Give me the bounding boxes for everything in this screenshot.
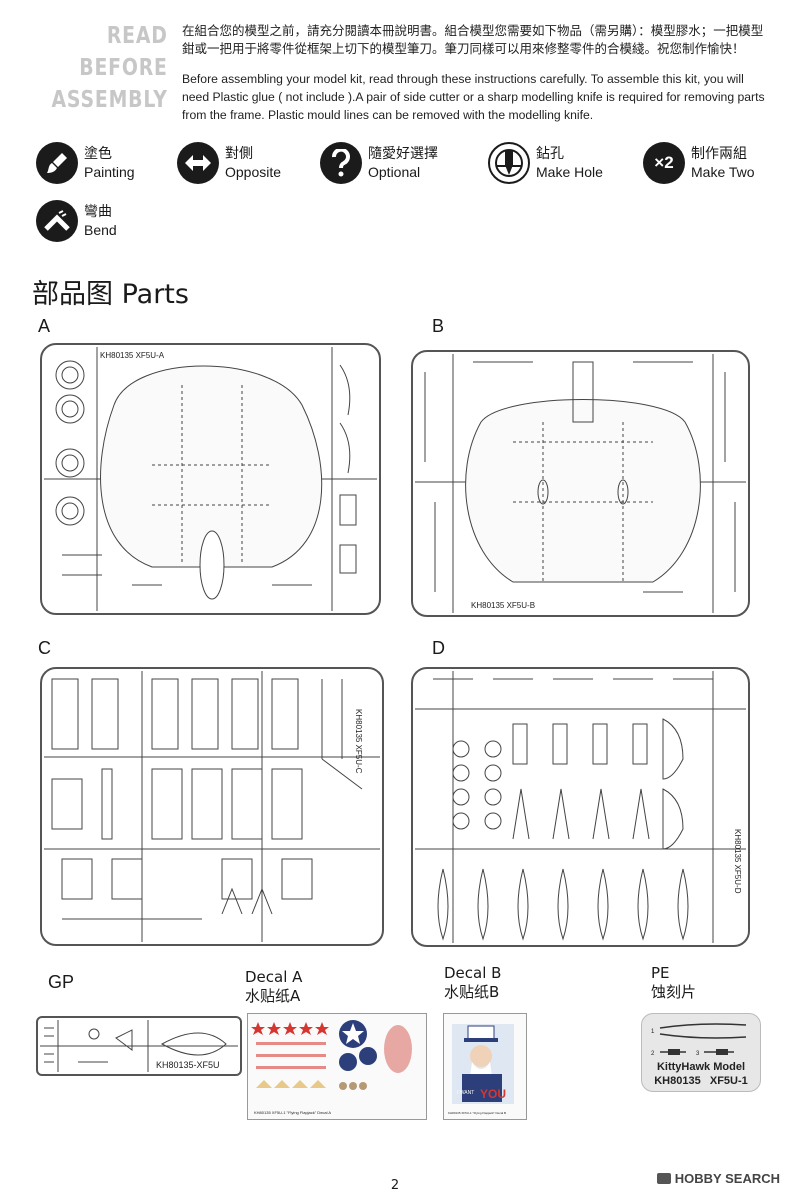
legend-make-two: ×2 制作兩組 Make Two [643, 142, 755, 184]
decal-b-heading: Decal B 水贴纸B [444, 964, 501, 1002]
opposite-arrows-icon [177, 142, 219, 184]
legend-bend-en: Bend [84, 222, 117, 238]
sprue-a-code: KH80135 XF5U-A [100, 351, 165, 360]
decal-b-sheet: I WANT YOU KH80135 XF5U-1 "Flying Flapja… [443, 1013, 527, 1120]
decal-a-label-en: Decal A [245, 968, 303, 986]
legend-opposite-en: Opposite [225, 164, 282, 180]
sprue-d-label: D [432, 638, 445, 658]
sprue-d-diagram: KH80135 XF5U-D [411, 667, 750, 947]
read-before-assembly-heading: READ BEFORE ASSEMBLY [52, 20, 168, 116]
gp-label: GP [48, 972, 75, 992]
heading-read: READ [107, 23, 168, 49]
gp-diagram: KH80135-XF5U [36, 1016, 242, 1076]
decal-a-sheet: KH80135 XF5U-1 "Flying Flapjack" Decal A [247, 1013, 427, 1120]
legend-make-two-en: Make Two [691, 164, 755, 180]
pe-brand: KittyHawk Model [656, 1061, 745, 1073]
legend-make-hole-zh: 鉆孔 [536, 146, 564, 162]
decal-b-poster-small: I WANT [457, 1090, 474, 1096]
heading-assembly: ASSEMBLY [51, 87, 168, 113]
watermark-logo-icon [656, 1173, 671, 1184]
sprue-b-label: B [432, 316, 445, 336]
times-two-icon: ×2 [643, 142, 685, 184]
drill-icon [488, 142, 530, 184]
pe-model: XF5U-1 [709, 1075, 748, 1087]
legend-make-two-zh: 制作兩組 [691, 146, 747, 162]
legend-painting: 塗色 Painting [36, 142, 135, 184]
legend-make-hole-en: Make Hole [536, 164, 603, 180]
sprue-b-code: KH80135 XF5U-B [471, 601, 535, 610]
decal-a-caption: KH80135 XF5U-1 "Flying Flapjack" Decal A [254, 1110, 331, 1115]
legend-optional-zh: 隨愛好選擇 [368, 146, 438, 162]
sprue-c-diagram: KH80135 XF5U-C [40, 667, 384, 946]
pe-label-zh: 蚀刻片 [651, 983, 697, 1001]
sprue-b-diagram: KH80135 XF5U-B [411, 350, 750, 617]
parts-title: 部品图 Parts [32, 279, 189, 310]
gp-code: KH80135-XF5U [156, 1060, 220, 1070]
intro-english: Before assembling your model kit, read t… [182, 72, 765, 122]
watermark-text: HOBBY SEARCH [674, 1171, 780, 1186]
sprue-c-code: KH80135 XF5U-C [354, 709, 363, 774]
legend-optional-en: Optional [368, 164, 421, 180]
decal-b-poster-you: YOU [480, 1087, 506, 1101]
legend-make-hole: 鉆孔 Make Hole [488, 142, 603, 184]
decal-b-label-en: Decal B [444, 964, 502, 982]
pe-heading: PE 蚀刻片 [651, 964, 696, 1002]
page-number: 2 [390, 1178, 400, 1193]
brush-icon [36, 142, 78, 184]
decal-a-label-zh: 水贴纸A [245, 987, 301, 1005]
bend-icon [36, 200, 78, 242]
pe-part-3: 3 [696, 1051, 700, 1057]
legend-painting-zh: 塗色 [84, 146, 112, 162]
pe-part-2: 2 [651, 1051, 655, 1057]
pe-part-1: 1 [651, 1029, 655, 1035]
pe-fret: 1 2 3 KittyHawk Model KH80135 XF5U-1 [641, 1013, 761, 1092]
intro-chinese: 在組合您的模型之前，請充分閱讀本冊說明書。組合模型您需要如下物品（需另購）：模型… [182, 23, 764, 56]
legend-painting-en: Painting [84, 164, 135, 180]
pe-code: KH80135 [654, 1075, 701, 1087]
legend-bend-zh: 彎曲 [84, 204, 112, 220]
sprue-c-label: C [38, 638, 51, 658]
legend-opposite-zh: 對側 [225, 146, 253, 162]
watermark: HOBBY SEARCH [656, 1171, 780, 1186]
decal-a-heading: Decal A 水贴纸A [245, 968, 302, 1006]
question-icon [320, 142, 362, 184]
heading-before: BEFORE [79, 55, 168, 81]
pe-label-en: PE [651, 964, 670, 982]
sprue-a-diagram: KH80135 XF5U-A [40, 343, 381, 615]
legend-optional: 隨愛好選擇 Optional [320, 142, 438, 184]
sprue-a-label: A [38, 316, 51, 336]
legend-opposite: 對側 Opposite [177, 142, 281, 184]
sprue-d-code: KH80135 XF5U-D [733, 829, 742, 894]
legend-bend: 彎曲 Bend [36, 200, 117, 242]
decal-b-caption: KH80135 XF5U-1 "Flying Flapjack" Decal B [448, 1111, 506, 1115]
decal-b-label-zh: 水贴纸B [444, 983, 500, 1001]
